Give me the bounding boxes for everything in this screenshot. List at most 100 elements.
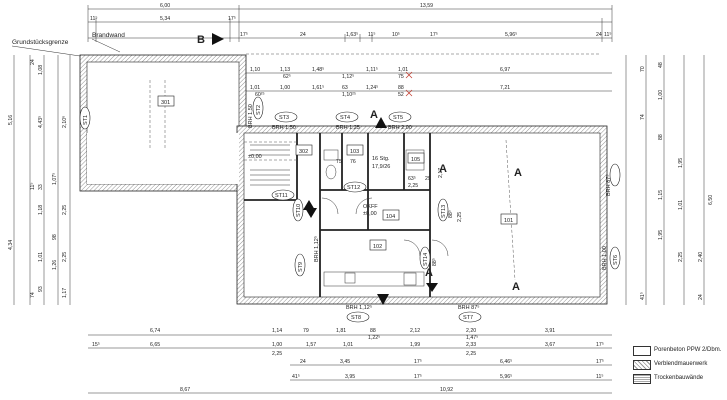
tag-st9: ST9 — [298, 262, 304, 272]
okff-value-upper: ±0,00 — [248, 154, 262, 160]
svg-text:88: 88 — [658, 134, 664, 140]
dim-mid-7-21: 7,21 — [500, 85, 510, 91]
label-grundstuecksgrenze: Grundstücksgrenze — [12, 39, 69, 46]
svg-text:1,57: 1,57 — [306, 342, 316, 348]
dim-mid-60: 60²⁵ — [255, 92, 265, 98]
room-301: 301 — [161, 100, 170, 106]
svg-text:17⁵: 17⁵ — [414, 374, 422, 380]
door-arrow-3 — [426, 283, 438, 292]
legend-swatch-porenbeton — [633, 346, 651, 356]
dim-top-5-96: 5,96⁵ — [505, 32, 517, 38]
tag-st5: ST5 — [393, 115, 403, 121]
red-x-markers — [405, 71, 413, 97]
inner-dimensions: 76 75 63⁵ 2,25 29 2,17 2,25 88⁵ 88⁵ — [336, 159, 463, 266]
dim-mid-6-97: 6,97 — [500, 67, 510, 73]
svg-text:A: A — [512, 281, 520, 293]
svg-text:2,10⁶: 2,10⁶ — [62, 116, 68, 128]
svg-text:A: A — [370, 109, 378, 121]
room-103: 103 — [350, 149, 359, 155]
dim-top-24: 24 — [300, 32, 306, 38]
svg-text:63⁵: 63⁵ — [408, 176, 416, 182]
bottom-dimension-chains: 6,74 1,14 79 1,81 88 2,12 2,20 3,91 1,22… — [88, 328, 612, 394]
st-tags: ST1 ST2 ST3 ST4 ST5 ST6 ST7 ST8 ST9 ST10… — [79, 96, 621, 323]
svg-text:A: A — [425, 267, 433, 279]
tag-st14: ST14 — [423, 253, 429, 266]
svg-text:74: 74 — [30, 292, 36, 298]
tag-st10: ST10 — [296, 204, 302, 217]
tag-st13: ST13 — [441, 205, 447, 218]
dim-mid-62: 62⁵ — [283, 74, 291, 80]
dim-mid-1-61: 1,61⁵ — [312, 85, 324, 91]
svg-text:1,01: 1,01 — [38, 252, 44, 262]
svg-text:24: 24 — [300, 359, 306, 365]
dim-mid-1-00: 1,00 — [280, 85, 290, 91]
dim-mid-1-13: 1,13 — [280, 67, 290, 73]
svg-text:BRH 1,12⁵: BRH 1,12⁵ — [313, 236, 320, 262]
tag-st7: ST7 — [463, 315, 473, 321]
tag-st11: ST11 — [275, 193, 288, 199]
svg-text:24: 24 — [698, 294, 704, 300]
svg-text:24: 24 — [30, 59, 36, 65]
svg-text:93: 93 — [38, 286, 44, 292]
svg-text:A: A — [439, 163, 447, 175]
dim-mid-75: 75 — [398, 74, 404, 80]
svg-text:1,01: 1,01 — [343, 342, 353, 348]
svg-text:10,92: 10,92 — [440, 387, 453, 393]
svg-text:3,91: 3,91 — [545, 328, 555, 334]
svg-text:88: 88 — [370, 328, 376, 334]
svg-text:3,45: 3,45 — [340, 359, 350, 365]
svg-text:BRH 2,00: BRH 2,00 — [388, 125, 412, 131]
dim-mid-1-24: 1,24⁵ — [366, 85, 378, 91]
dim-top-13-59: 13,59 — [420, 3, 433, 9]
dim-mid-1-01: 1,01 — [398, 67, 408, 73]
dim-top-6-00: 6,00 — [160, 3, 170, 9]
svg-text:BRH 87⁵: BRH 87⁵ — [458, 304, 480, 311]
svg-text:2,40: 2,40 — [698, 252, 704, 262]
okff-label: OKFF — [363, 204, 378, 210]
svg-text:1,47⁵: 1,47⁵ — [466, 335, 478, 341]
svg-text:1,00: 1,00 — [272, 342, 282, 348]
svg-text:1,15: 1,15 — [658, 190, 664, 200]
room-numbers: 301 302 101 102 103 104 105 — [157, 95, 518, 251]
svg-text:15⁵: 15⁵ — [92, 342, 100, 348]
svg-text:BRH 1,00: BRH 1,00 — [602, 246, 608, 270]
svg-text:2,25: 2,25 — [457, 212, 463, 222]
svg-text:2,33: 2,33 — [466, 342, 476, 348]
dim-mid-52: 52 — [398, 92, 404, 98]
legend-label-verblend: Verblendmauerwerk — [654, 361, 708, 367]
svg-text:17⁵: 17⁵ — [596, 359, 604, 365]
room-302: 302 — [299, 149, 308, 155]
svg-text:1,26: 1,26 — [52, 260, 58, 270]
svg-text:1,81: 1,81 — [336, 328, 346, 334]
svg-text:BRH 1,50: BRH 1,50 — [248, 104, 254, 128]
tag-st3: ST3 — [279, 115, 289, 121]
dim-mid-63: 63 — [342, 85, 348, 91]
svg-text:6,65: 6,65 — [150, 342, 160, 348]
svg-text:2,25: 2,25 — [678, 252, 684, 262]
svg-text:2,12: 2,12 — [410, 328, 420, 334]
svg-text:1,14: 1,14 — [272, 328, 282, 334]
svg-text:1,95: 1,95 — [658, 230, 664, 240]
dim-top-17b: 17⁵ — [240, 32, 248, 38]
dim-mid-1-12: 1,12⁵ — [342, 74, 354, 80]
svg-text:2,25: 2,25 — [466, 351, 476, 357]
tag-st1: ST1 — [83, 115, 89, 125]
tag-st2: ST2 — [256, 105, 262, 115]
dim-top-1-63: 1,63⁵ — [346, 32, 358, 38]
svg-text:4,34: 4,34 — [8, 240, 14, 250]
door-arrow-2 — [305, 208, 317, 218]
svg-text:8,67: 8,67 — [180, 387, 190, 393]
svg-text:33: 33 — [38, 184, 44, 190]
stair-count: 16 Stg. — [372, 156, 390, 162]
svg-text:2,25: 2,25 — [408, 183, 418, 189]
section-marker-a: A A A A A — [370, 109, 522, 305]
svg-text:3,95: 3,95 — [345, 374, 355, 380]
svg-text:BRH 87⁵: BRH 87⁵ — [605, 174, 612, 196]
right-dimension-chains: 6,50 1,95 1,01 1,15 1,00 1,95 2,40 2,25 … — [625, 55, 714, 305]
svg-text:1,08: 1,08 — [38, 65, 44, 75]
door-arrow — [303, 200, 315, 210]
svg-text:1,07⁵: 1,07⁵ — [52, 173, 58, 185]
svg-text:11⁵: 11⁵ — [596, 374, 604, 380]
svg-text:1,17: 1,17 — [62, 288, 68, 298]
